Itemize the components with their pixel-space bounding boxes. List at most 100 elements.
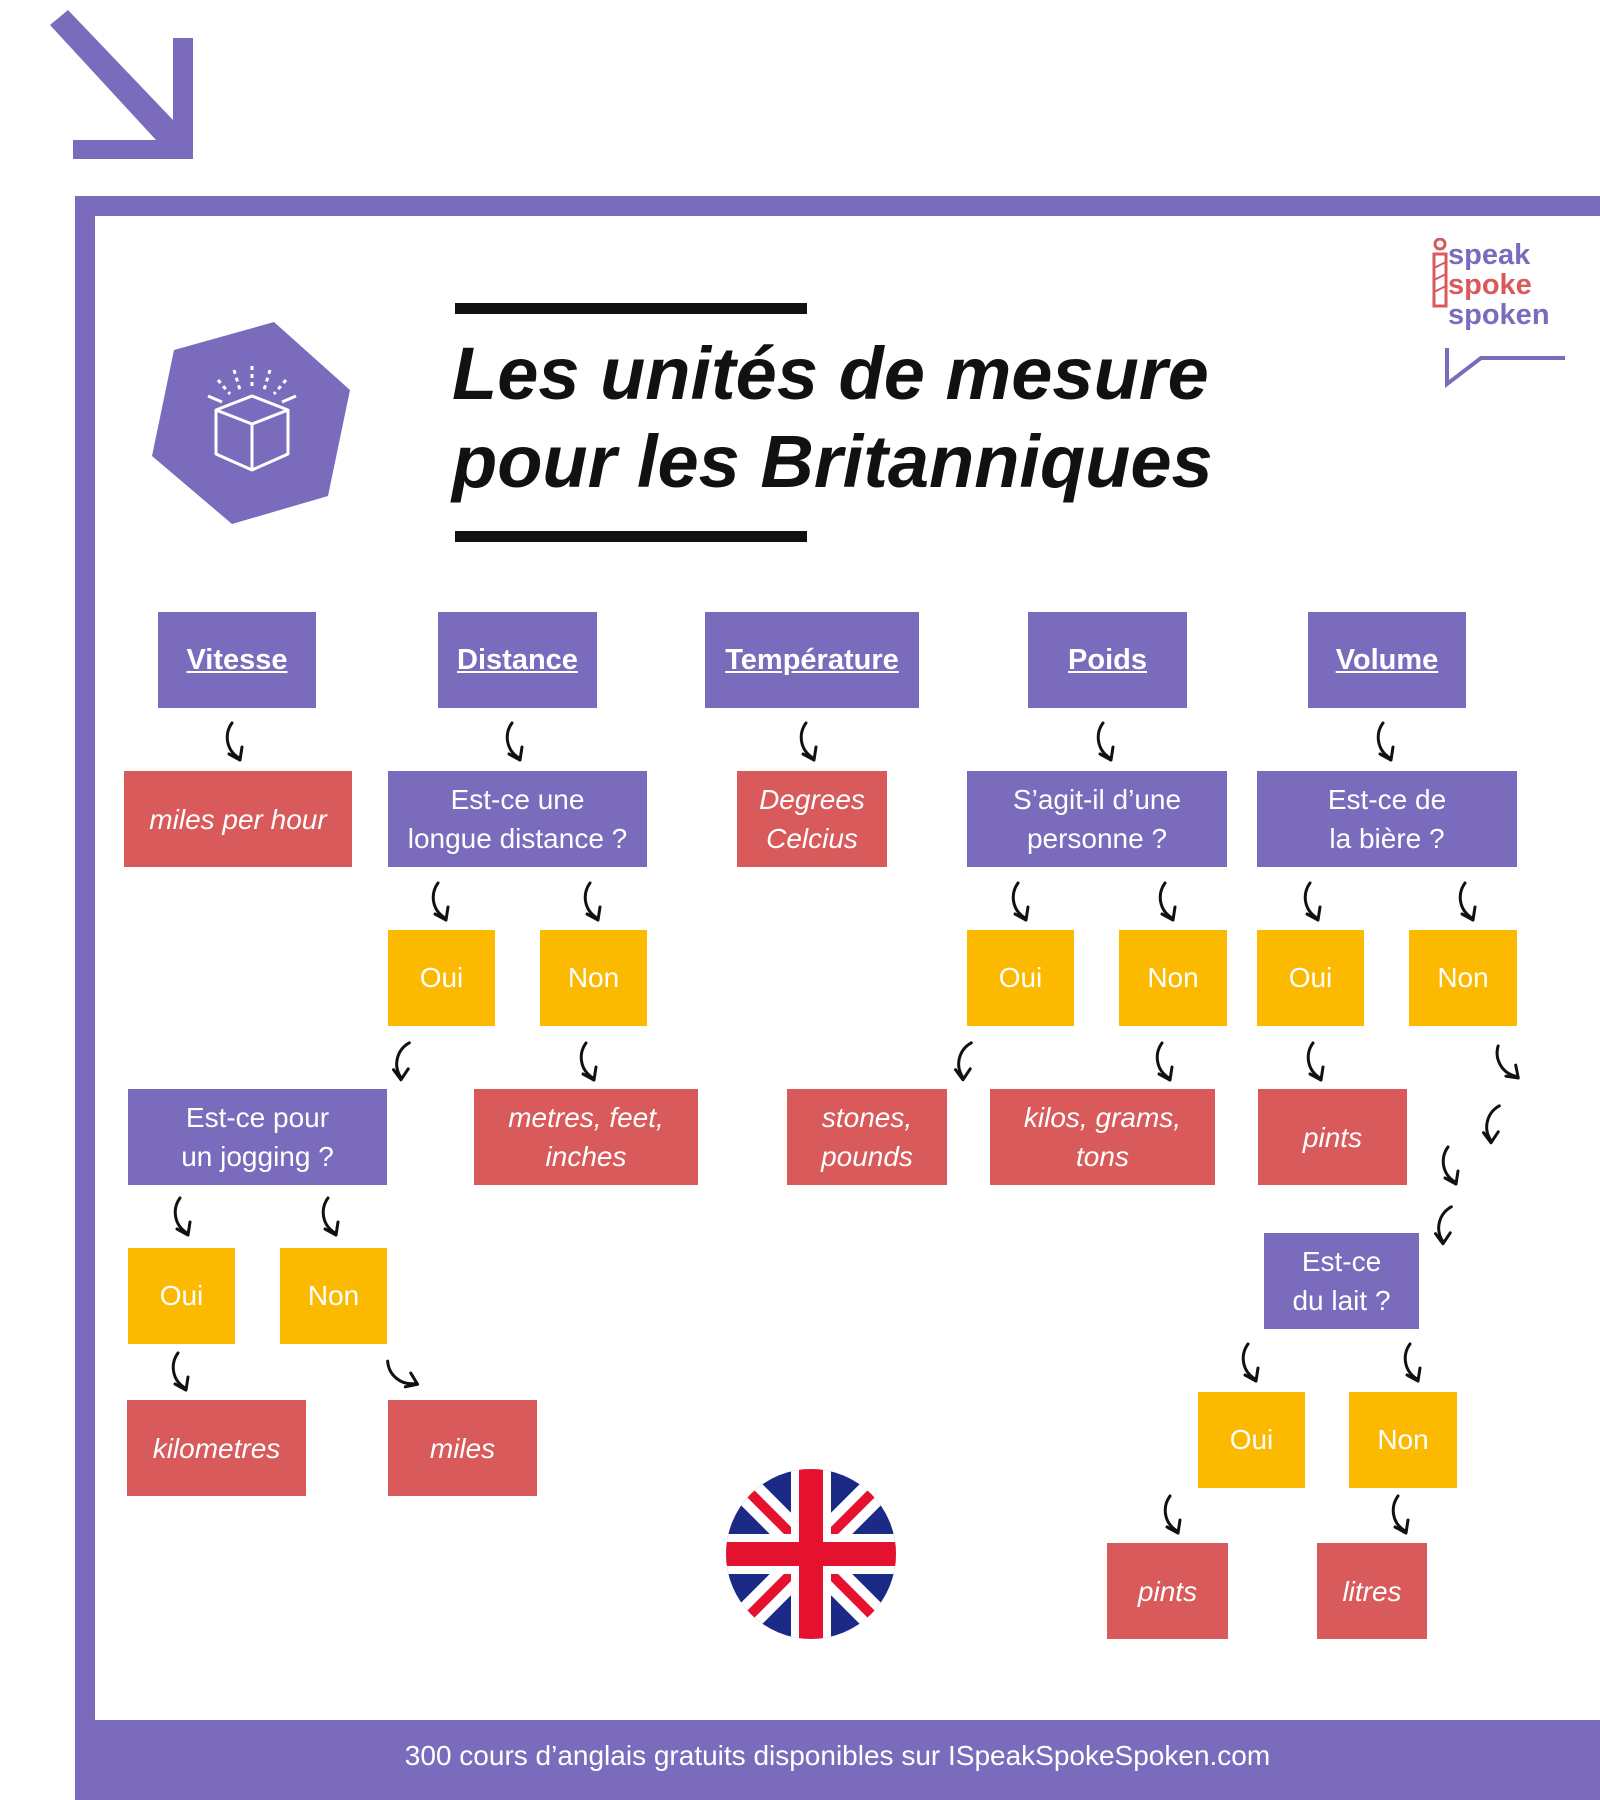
curved-arrow-icon bbox=[1096, 721, 1115, 762]
answer-jogging-oui: Oui bbox=[128, 1248, 235, 1344]
result-pints-milk-text: pints bbox=[1137, 1575, 1198, 1607]
category-volume-label: Volume bbox=[1335, 643, 1439, 676]
question-biere-line-2: la bière ? bbox=[1329, 823, 1445, 854]
result-degrees-celcius: Degrees Celcius bbox=[737, 771, 887, 867]
question-lait-line-2: du lait ? bbox=[1292, 1285, 1391, 1316]
curved-arrow-icon bbox=[799, 721, 818, 762]
result-degrees-line-1: Degrees bbox=[759, 784, 865, 815]
answer-distance-oui: Oui bbox=[388, 930, 495, 1026]
answer-lait-non: Non bbox=[1349, 1392, 1457, 1488]
answer-label: Non bbox=[567, 962, 620, 993]
result-kilometres-text: kilometres bbox=[152, 1432, 281, 1464]
answer-label: Oui bbox=[1288, 962, 1333, 993]
result-litres: litres bbox=[1317, 1543, 1427, 1639]
answer-jogging-non: Non bbox=[280, 1248, 387, 1344]
result-kilos-line-2: tons bbox=[1076, 1141, 1129, 1172]
category-distance-label: Distance bbox=[457, 643, 578, 676]
category-temperature: Température bbox=[705, 612, 919, 708]
question-lait: Est-ce du lait ? bbox=[1264, 1233, 1419, 1329]
answer-biere-non: Non bbox=[1409, 930, 1517, 1026]
question-lait-line-1: Est-ce bbox=[1301, 1246, 1382, 1277]
result-pints-beer: pints bbox=[1258, 1089, 1407, 1185]
curved-arrow-icon bbox=[1241, 1342, 1260, 1383]
question-distance-line-1: Est-ce une bbox=[450, 784, 585, 815]
box-sparkle-icon bbox=[152, 322, 350, 524]
curved-arrow-icon bbox=[1376, 721, 1395, 762]
result-miles-per-hour: miles per hour bbox=[124, 771, 352, 867]
curved-arrow-icon bbox=[1303, 881, 1322, 922]
question-distance: Est-ce une longue distance ? bbox=[388, 771, 647, 867]
curved-arrow-icon bbox=[954, 1041, 973, 1082]
curved-arrow-icon bbox=[1458, 881, 1477, 922]
result-metres-line-1: metres, feet, bbox=[508, 1102, 664, 1133]
category-distance: Distance bbox=[438, 612, 597, 708]
question-jogging: Est-ce pour un jogging ? bbox=[128, 1089, 387, 1185]
category-vitesse: Vitesse bbox=[158, 612, 316, 708]
result-stones-line-1: stones, bbox=[821, 1102, 913, 1133]
title-rule-top bbox=[455, 303, 807, 314]
title-line-1: Les unités de mesure bbox=[452, 332, 1209, 415]
question-biere-line-1: Est-ce de bbox=[1327, 784, 1447, 815]
curved-arrow-icon bbox=[1434, 1205, 1453, 1246]
category-temperature-label: Température bbox=[725, 643, 899, 676]
result-stones-line-2: pounds bbox=[821, 1141, 913, 1172]
result-pints-milk: pints bbox=[1107, 1543, 1228, 1639]
curved-arrow-icon bbox=[1155, 1041, 1174, 1082]
answer-personne-non: Non bbox=[1119, 930, 1227, 1026]
curved-arrow-icon bbox=[1011, 881, 1030, 922]
answer-lait-oui: Oui bbox=[1198, 1392, 1305, 1488]
logo-word-speak: speak bbox=[1448, 239, 1531, 271]
result-metres-feet-inches: metres, feet, inches bbox=[474, 1089, 698, 1185]
curved-arrow-icon bbox=[1163, 1494, 1182, 1535]
result-metres-line-2: inches bbox=[545, 1141, 627, 1172]
curved-arrow-icon bbox=[1391, 1494, 1410, 1535]
answer-label: Non bbox=[307, 1280, 360, 1311]
category-poids-label: Poids bbox=[1068, 643, 1147, 676]
curved-arrow-icon bbox=[173, 1196, 192, 1237]
speech-tail-icon bbox=[1445, 348, 1565, 389]
footer-caption: 300 cours d’anglais gratuits disponibles… bbox=[404, 1740, 1271, 1771]
logo-i-icon bbox=[1432, 238, 1448, 308]
answer-label: Non bbox=[1377, 1424, 1429, 1455]
category-poids: Poids bbox=[1028, 612, 1187, 708]
answer-biere-oui: Oui bbox=[1257, 930, 1364, 1026]
down-right-arrow-icon bbox=[50, 10, 193, 159]
question-jogging-line-2: un jogging ? bbox=[181, 1141, 334, 1172]
ispeakspokespoken-logo: speak spoke spoken bbox=[1430, 232, 1580, 392]
curved-arrow-icon bbox=[1482, 1104, 1501, 1145]
category-volume: Volume bbox=[1308, 612, 1466, 708]
result-pints-beer-text: pints bbox=[1302, 1121, 1363, 1153]
curved-arrow-icon bbox=[321, 1196, 340, 1237]
curved-arrow-icon bbox=[1441, 1145, 1460, 1186]
answer-personne-oui: Oui bbox=[967, 930, 1074, 1026]
answer-label: Oui bbox=[159, 1280, 204, 1311]
result-kilos-grams-tons: kilos, grams, tons bbox=[990, 1089, 1215, 1185]
result-stones-pounds: stones, pounds bbox=[787, 1089, 947, 1185]
curved-arrow-icon bbox=[171, 1351, 190, 1392]
result-miles-per-hour-text: miles per hour bbox=[149, 803, 327, 835]
title-line-2: pour les Britanniques bbox=[452, 420, 1213, 503]
title-rule-bottom bbox=[455, 531, 807, 542]
result-miles-text: miles bbox=[429, 1432, 496, 1464]
result-miles: miles bbox=[388, 1400, 537, 1496]
curved-arrow-icon bbox=[431, 881, 450, 922]
curved-arrow-icon bbox=[392, 1041, 411, 1082]
curved-arrow-icon bbox=[583, 881, 602, 922]
answer-label: Oui bbox=[998, 962, 1043, 993]
answer-label: Non bbox=[1437, 962, 1489, 993]
answer-label: Oui bbox=[1229, 1424, 1274, 1455]
curved-arrow-icon bbox=[1403, 1342, 1422, 1383]
logo-word-spoken: spoken bbox=[1448, 299, 1550, 331]
curved-arrow-icon bbox=[1495, 1044, 1520, 1080]
question-jogging-line-1: Est-ce pour bbox=[185, 1102, 330, 1133]
answer-label: Oui bbox=[419, 962, 464, 993]
result-degrees-line-2: Celcius bbox=[766, 823, 858, 854]
page-title: Les unités de mesure pour les Britanniqu… bbox=[452, 330, 1352, 506]
category-vitesse-label: Vitesse bbox=[186, 643, 288, 676]
curved-arrow-icon bbox=[225, 721, 244, 762]
curved-arrow-icon bbox=[386, 1359, 420, 1389]
question-personne-line-2: personne ? bbox=[1026, 823, 1168, 854]
curved-arrow-icon bbox=[1158, 881, 1177, 922]
question-personne-line-1: S’agit-il d’une bbox=[1012, 784, 1182, 815]
question-distance-line-2: longue distance ? bbox=[407, 823, 628, 854]
